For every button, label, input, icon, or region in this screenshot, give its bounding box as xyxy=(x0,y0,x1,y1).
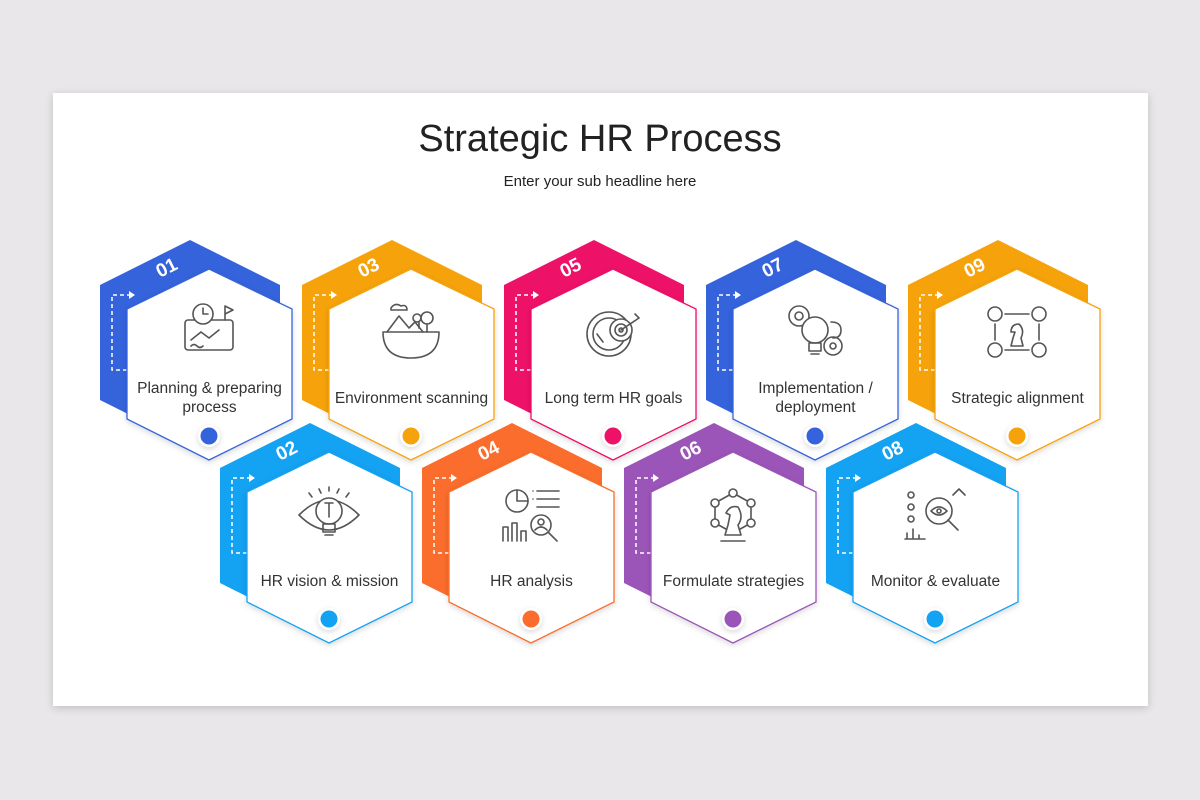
step-dot xyxy=(604,427,622,445)
dashed-arrow-icon xyxy=(919,294,938,371)
step-dot xyxy=(806,427,824,445)
step-label: Formulate strategies xyxy=(662,572,805,590)
step-card-01: 01 Planning & preparing process xyxy=(100,240,300,470)
white-hexagon xyxy=(246,451,413,644)
dashed-arrow-icon xyxy=(635,477,654,554)
step-dot xyxy=(320,610,338,628)
step-dot xyxy=(724,610,742,628)
step-card-08: 08 Monitor & evaluate xyxy=(826,423,1026,653)
step-hexagon: 04 xyxy=(422,423,615,644)
step-hexagon: 02 xyxy=(220,423,413,644)
white-hexagon xyxy=(934,268,1101,461)
step-hexagon: 06 xyxy=(624,423,817,644)
analysis-chart-icon xyxy=(502,489,560,542)
map-plan-icon xyxy=(184,303,234,351)
step-card-04: 04 HR analysis xyxy=(422,423,622,653)
step-card-02: 02 HR vision & mission xyxy=(220,423,420,653)
step-card-05: 05 Long term HR goals xyxy=(504,240,704,470)
step-dot xyxy=(522,610,540,628)
step-label: Planning & preparing process xyxy=(137,380,282,416)
chess-knight-network-icon xyxy=(710,488,756,542)
step-label: Long term HR goals xyxy=(544,389,683,407)
white-hexagon xyxy=(126,268,293,461)
step-label: Monitor & evaluate xyxy=(870,572,1001,590)
magnifier-eye-icon xyxy=(904,488,966,540)
dashed-arrow-icon xyxy=(433,477,452,554)
step-card-03: 03 Environment scanning xyxy=(302,240,502,470)
chess-people-icon xyxy=(987,306,1047,358)
white-hexagon xyxy=(448,451,615,644)
page-title: Strategic HR Process xyxy=(418,118,782,160)
step-hexagon: 03 xyxy=(302,240,495,461)
dashed-arrow-icon xyxy=(313,294,332,371)
white-hexagon xyxy=(732,268,899,461)
step-dot xyxy=(926,610,944,628)
dashed-arrow-icon xyxy=(515,294,534,371)
step-hexagon: 09 xyxy=(908,240,1101,461)
landscape-icon xyxy=(382,303,440,359)
white-hexagon xyxy=(328,268,495,461)
step-label: Strategic alignment xyxy=(951,389,1084,407)
eye-bulb-icon xyxy=(298,486,360,536)
white-hexagon xyxy=(530,268,697,461)
dashed-arrow-icon xyxy=(837,477,856,554)
step-dot xyxy=(200,427,218,445)
white-hexagon xyxy=(852,451,1019,644)
step-hexagon: 08 xyxy=(826,423,1019,644)
dashed-arrow-icon xyxy=(231,477,250,554)
dashed-arrow-icon xyxy=(717,294,736,371)
gears-bulb-icon xyxy=(788,305,843,356)
page-subtitle: Enter your sub headline here xyxy=(503,173,697,190)
step-card-09: 09 Strategic alignment xyxy=(908,240,1108,470)
step-hexagon: 01 xyxy=(100,240,293,461)
dashed-arrow-icon xyxy=(111,294,130,371)
step-label: Implementation / deployment xyxy=(758,380,873,416)
step-dot xyxy=(402,427,420,445)
step-label: Environment scanning xyxy=(334,389,489,407)
step-card-07: 07 Implementation / deployment xyxy=(706,240,906,470)
step-hexagon: 05 xyxy=(504,240,697,461)
step-dot xyxy=(1008,427,1026,445)
step-label: HR analysis xyxy=(490,572,573,590)
step-hexagon: 07 xyxy=(706,240,899,461)
white-hexagon xyxy=(650,451,817,644)
step-label: HR vision & mission xyxy=(260,572,399,590)
clock-target-icon xyxy=(586,311,640,357)
step-card-06: 06 Formulate strategies xyxy=(624,423,824,653)
